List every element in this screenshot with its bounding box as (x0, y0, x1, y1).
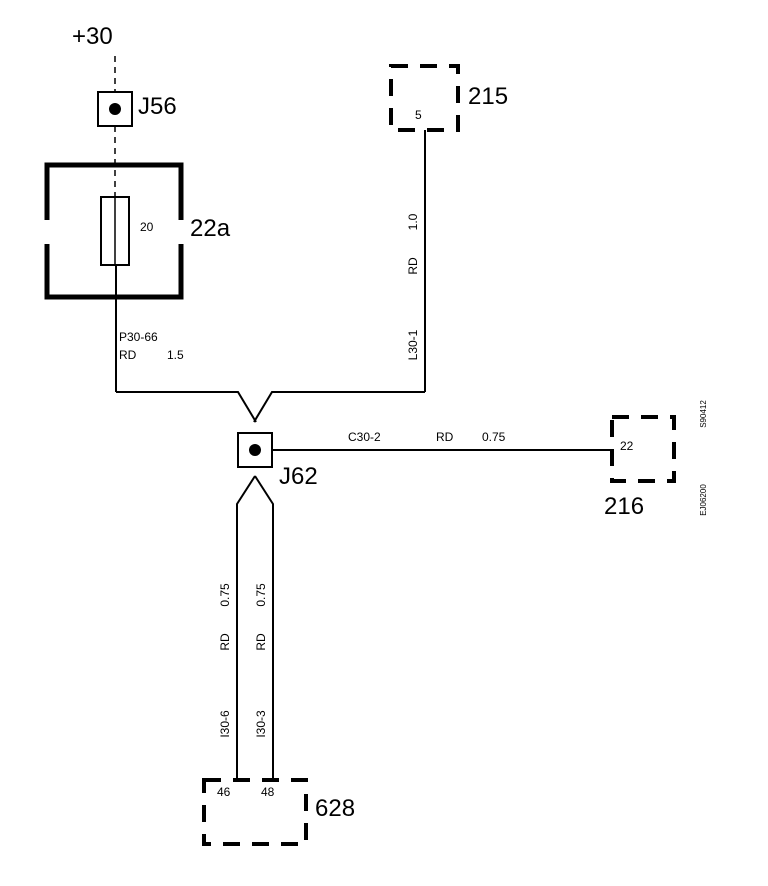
wire-i30-6-color: RD (218, 633, 232, 651)
component-216-pin: 22 (620, 439, 634, 453)
component-215-label: 215 (468, 83, 508, 110)
wire-c30-2-color: RD (436, 430, 454, 444)
reference-code-2: EJ06200 (699, 484, 708, 516)
wire-l30-1-size: 1.0 (406, 213, 420, 230)
component-628-box (202, 778, 308, 846)
j56-label: J56 (138, 93, 177, 120)
supply-label: +30 (72, 23, 113, 50)
wire-c30-2-circuit: C30-2 (348, 430, 381, 444)
fuse-block-gap-right (175, 220, 185, 244)
fuse-id-label: 22a (190, 215, 231, 242)
j62-label: J62 (279, 463, 318, 490)
wire-l30-1-circuit: L30-1 (406, 329, 420, 360)
reference-code-1: S90412 (699, 400, 708, 428)
wire-p30-66-circuit: P30-66 (119, 330, 158, 344)
wire-i30-6-size: 0.75 (218, 583, 232, 607)
wire-p30-66-size: 1.5 (167, 348, 184, 362)
wire-i30-6 (236, 475, 256, 780)
wire-i30-3 (254, 475, 274, 780)
wire-i30-3-size: 0.75 (254, 583, 268, 607)
wire-i30-3-circuit: I30-3 (254, 710, 268, 738)
j56-dot (109, 103, 121, 115)
component-628-label: 628 (315, 795, 355, 822)
wire-l30-1-color: RD (406, 257, 420, 275)
component-216-label: 216 (604, 493, 644, 520)
wire-p30-66-to-j62 (116, 391, 257, 423)
wire-c30-2-size: 0.75 (482, 430, 506, 444)
wire-l30-1-to-j62 (253, 391, 425, 423)
component-215-pin: 5 (415, 108, 422, 122)
fuse-block-gap-left (43, 220, 53, 244)
component-628-pin-48: 48 (261, 785, 275, 799)
wire-i30-3-color: RD (254, 633, 268, 651)
fuse-rating: 20 (140, 220, 154, 234)
wire-p30-66-color: RD (119, 348, 137, 362)
component-628-pin-46: 46 (217, 785, 231, 799)
j62-dot (249, 444, 261, 456)
component-216-box (610, 415, 676, 483)
component-215-box (389, 64, 460, 132)
wire-i30-6-circuit: I30-6 (218, 710, 232, 738)
